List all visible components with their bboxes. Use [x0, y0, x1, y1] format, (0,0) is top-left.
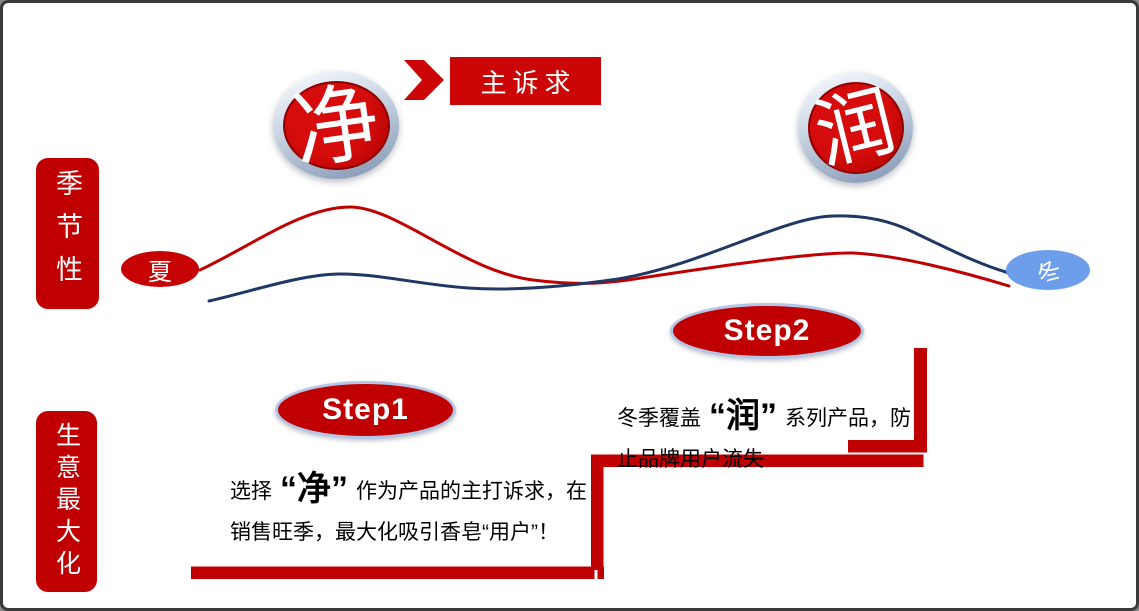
step2-desc-keyword: “润”	[709, 397, 777, 435]
step2-desc-prefix: 冬季覆盖	[617, 407, 701, 430]
badge-run-inner: 润	[806, 75, 904, 180]
badge-run-character: 润	[806, 75, 904, 180]
badge-jing-character: 净	[287, 73, 386, 181]
summer-marker-character: 夏	[148, 258, 172, 286]
stair-bottom-bar-stub	[597, 566, 604, 579]
winter-marker: 冬	[1006, 250, 1090, 290]
winter-marker-character: 冬	[1032, 254, 1067, 291]
step1-desc-prefix: 选择	[230, 480, 272, 503]
stair-middle-bar-lower	[591, 454, 924, 467]
chevron-right-icon	[402, 60, 444, 100]
step1-oval: Step1	[275, 381, 456, 439]
step1-desc-keyword: “净”	[280, 470, 348, 508]
stair-riser-1	[591, 454, 604, 570]
curves-and-stair-layer	[191, 205, 1011, 579]
step2-oval: Step2	[670, 303, 864, 359]
badge-jing: 净	[273, 71, 399, 180]
step1-desc-suffix: 作为产品的主打诉求，在销售旺季，最大化吸引香皂“用户”！	[230, 480, 587, 545]
badge-run: 润	[798, 72, 913, 183]
stair-bottom-bar	[191, 566, 595, 579]
winter-seasonal-curve	[207, 214, 1011, 303]
step2-description: 冬季覆盖 “润”系列产品，防止品牌用户流失	[617, 389, 919, 477]
stair-middle-bar-upper	[848, 440, 927, 453]
staircase-shape	[191, 348, 927, 579]
main-appeal-box: 主诉求	[450, 57, 601, 105]
stair-riser-2	[914, 348, 927, 453]
step1-description: 选择 “净”作为产品的主打诉求，在销售旺季，最大化吸引香皂“用户”！	[230, 462, 600, 550]
badge-jing-inner: 净	[282, 73, 390, 180]
step2-desc-suffix: 系列产品，防止品牌用户流失	[617, 407, 911, 472]
summer-marker: 夏	[121, 251, 199, 287]
label-seasonality: 季节性	[36, 158, 99, 309]
label-business-maximization: 生意最大化	[36, 411, 97, 592]
